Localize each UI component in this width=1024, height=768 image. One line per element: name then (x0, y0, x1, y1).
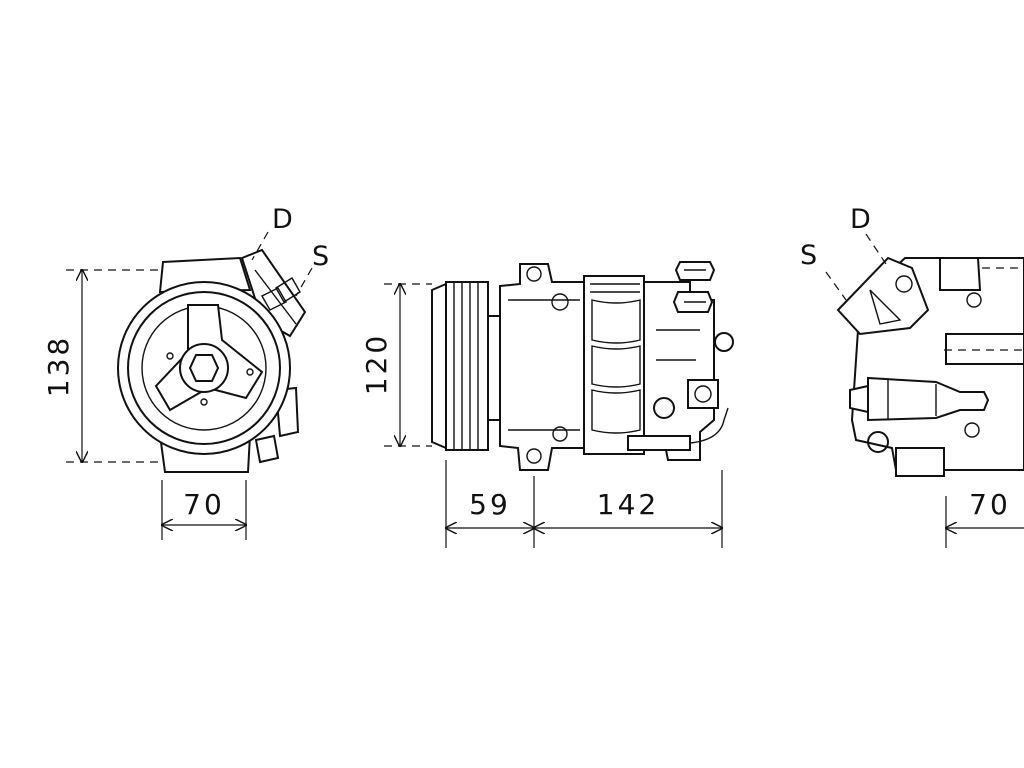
side-height-label: 120 (360, 333, 393, 395)
rear-view: D S 70 (800, 204, 1024, 548)
rear-port-block (836, 256, 930, 336)
hub-nut (188, 354, 220, 382)
rear-width-label: 70 (969, 488, 1011, 521)
body-length-label: 142 (597, 488, 659, 521)
pulley (431, 282, 447, 450)
front-height-label: 138 (42, 335, 75, 397)
pulley-length-label: 59 (469, 488, 511, 521)
front-port-d-label: D (272, 204, 293, 235)
side-view: 120 59 142 (360, 261, 734, 548)
compressor-body (583, 275, 645, 455)
front-view: D S 138 70 (42, 204, 329, 540)
front-port-s-label: S (312, 241, 329, 272)
rear-port-s-label: S (800, 240, 817, 271)
front-width-label: 70 (183, 488, 225, 521)
rear-port-d-label: D (850, 204, 871, 235)
